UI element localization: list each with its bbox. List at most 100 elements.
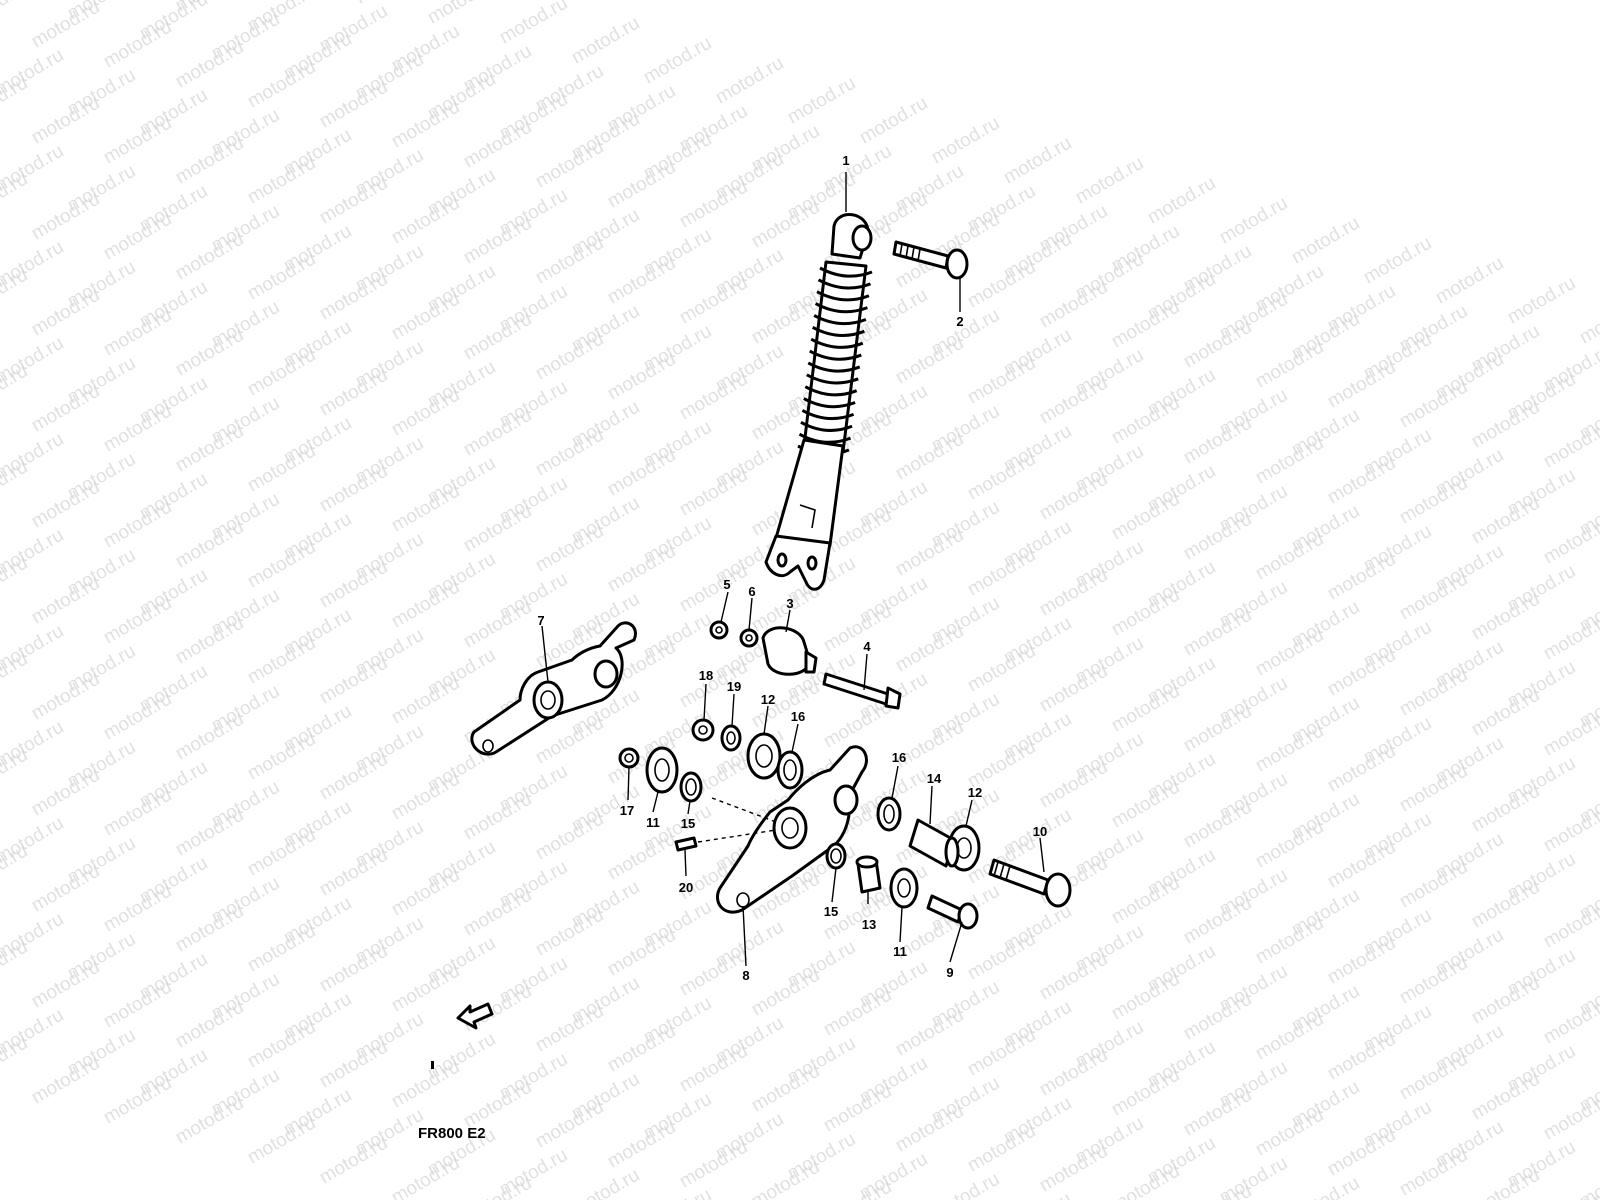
watermark-text: motod.ru xyxy=(1000,133,1075,189)
callout-18: 18 xyxy=(699,668,713,683)
callout-12: 12 xyxy=(968,785,982,800)
callout-19: 19 xyxy=(727,679,741,694)
grease-nipple xyxy=(674,836,698,852)
nut-lower xyxy=(618,747,640,769)
washer xyxy=(739,628,759,648)
callout-17: 17 xyxy=(620,803,634,818)
watermark-text: motod.ru xyxy=(1540,1089,1600,1145)
watermark-text: motod.ru xyxy=(1288,213,1363,269)
watermark-text: motod.ru xyxy=(1360,233,1435,289)
watermark-text: motod.ru xyxy=(1540,417,1600,473)
callout-1: 1 xyxy=(842,153,849,168)
callout-4: 4 xyxy=(863,639,871,654)
callout-14: 14 xyxy=(927,771,942,786)
washer-large xyxy=(645,746,679,794)
callout-6: 6 xyxy=(748,584,755,599)
leader-lines xyxy=(541,172,1045,967)
washer-large xyxy=(889,867,919,909)
washer-small xyxy=(720,724,742,752)
o-ring xyxy=(825,842,847,870)
seal xyxy=(776,750,804,790)
callout-11: 11 xyxy=(646,815,660,830)
watermark-text: motod.ru xyxy=(568,1165,643,1200)
watermark-text: motod.ru xyxy=(1504,273,1579,329)
watermark-text: motod.ru xyxy=(1540,897,1600,953)
spring-coil xyxy=(813,314,867,326)
watermark-text: motod.ru xyxy=(1144,173,1219,229)
nut-upper xyxy=(691,718,715,742)
long-bolt xyxy=(822,672,902,710)
watermark-text: motod.ru xyxy=(424,0,499,28)
pivot-bolt xyxy=(988,858,1072,908)
watermark-text: motod.ru xyxy=(1540,801,1600,857)
spring-coil xyxy=(807,361,861,373)
callout-10: 10 xyxy=(1033,824,1047,839)
callout-8: 8 xyxy=(742,968,749,983)
callout-7: 7 xyxy=(537,613,544,628)
spring-coil xyxy=(817,278,872,290)
watermark-text: motod.ru xyxy=(1288,1173,1363,1200)
watermark-text: motod.ru xyxy=(1108,1161,1183,1200)
watermark-text: motod.ru xyxy=(928,113,1003,169)
watermark-text: motod.ru xyxy=(1540,609,1600,665)
spring-coil xyxy=(803,397,856,409)
spring-coil xyxy=(811,326,865,337)
callout-5: 5 xyxy=(723,577,730,592)
spring-coil xyxy=(801,409,855,421)
spring-coil xyxy=(806,373,859,385)
washer-medium xyxy=(746,732,782,780)
watermark-text: motod.ru xyxy=(928,1169,1003,1200)
watermark-text: motod.ru xyxy=(352,0,427,8)
watermark-text: motod.ru xyxy=(0,0,31,32)
callout-15: 15 xyxy=(824,904,838,919)
collar xyxy=(908,818,960,868)
callout-13: 13 xyxy=(862,917,876,932)
spacer-short xyxy=(855,855,882,894)
spring-coil xyxy=(819,266,873,278)
callout-15: 15 xyxy=(681,816,695,831)
watermark-text: motod.ru xyxy=(1000,1189,1075,1200)
watermark-text: motod.ru xyxy=(712,53,787,109)
watermark-text: motod.ru xyxy=(496,0,571,48)
spring-coil xyxy=(804,385,858,397)
nut xyxy=(709,620,729,640)
callout-16: 16 xyxy=(791,709,805,724)
watermark-text: motod.ru xyxy=(1540,513,1600,569)
callout-12: 12 xyxy=(761,692,775,707)
cushion-rod xyxy=(470,621,637,756)
o-ring xyxy=(679,771,703,803)
spring-coil xyxy=(800,420,853,432)
watermark-text: motod.ru xyxy=(1540,993,1600,1049)
watermark-text: motod.ru xyxy=(856,93,931,149)
watermark-text: motod.ru xyxy=(1468,1165,1543,1200)
watermark-text: motod.ru xyxy=(1576,293,1600,349)
bushing xyxy=(761,626,818,676)
callout-20: 20 xyxy=(679,880,693,895)
watermark-text: motod.ru xyxy=(1216,193,1291,249)
callout-16: 16 xyxy=(892,750,906,765)
spring-coil xyxy=(809,349,862,361)
watermark-text: motod.ru xyxy=(1072,153,1147,209)
watermark-text: motod.ru xyxy=(1540,705,1600,761)
shock-absorber xyxy=(764,213,873,591)
short-bolt xyxy=(926,894,979,930)
watermark-text: motod.ru xyxy=(640,33,715,89)
spring-coil xyxy=(814,302,868,314)
seal xyxy=(876,796,902,832)
callout-11: 11 xyxy=(893,944,907,959)
spring-coil xyxy=(816,290,870,302)
watermark-text: motod.ru xyxy=(640,1185,715,1200)
upper-bolt xyxy=(892,240,969,280)
callout-2: 2 xyxy=(956,314,963,329)
callout-labels: 1 2 3 4 5 6 7 8 9 10 11 11 12 12 13 14 1… xyxy=(537,153,1047,983)
watermark-text: motod.ru xyxy=(388,1153,463,1200)
watermark-text: motod.ru xyxy=(1432,253,1507,309)
model-code: FR800 E2 xyxy=(418,1125,486,1142)
forward-arrow-icon xyxy=(456,1002,494,1030)
callout-3: 3 xyxy=(786,596,793,611)
callout-9: 9 xyxy=(946,965,953,980)
watermark-text: motod.ru xyxy=(568,13,643,69)
watermark-text: motod.ru xyxy=(784,73,859,129)
watermark-text: motod.ru xyxy=(748,1157,823,1200)
